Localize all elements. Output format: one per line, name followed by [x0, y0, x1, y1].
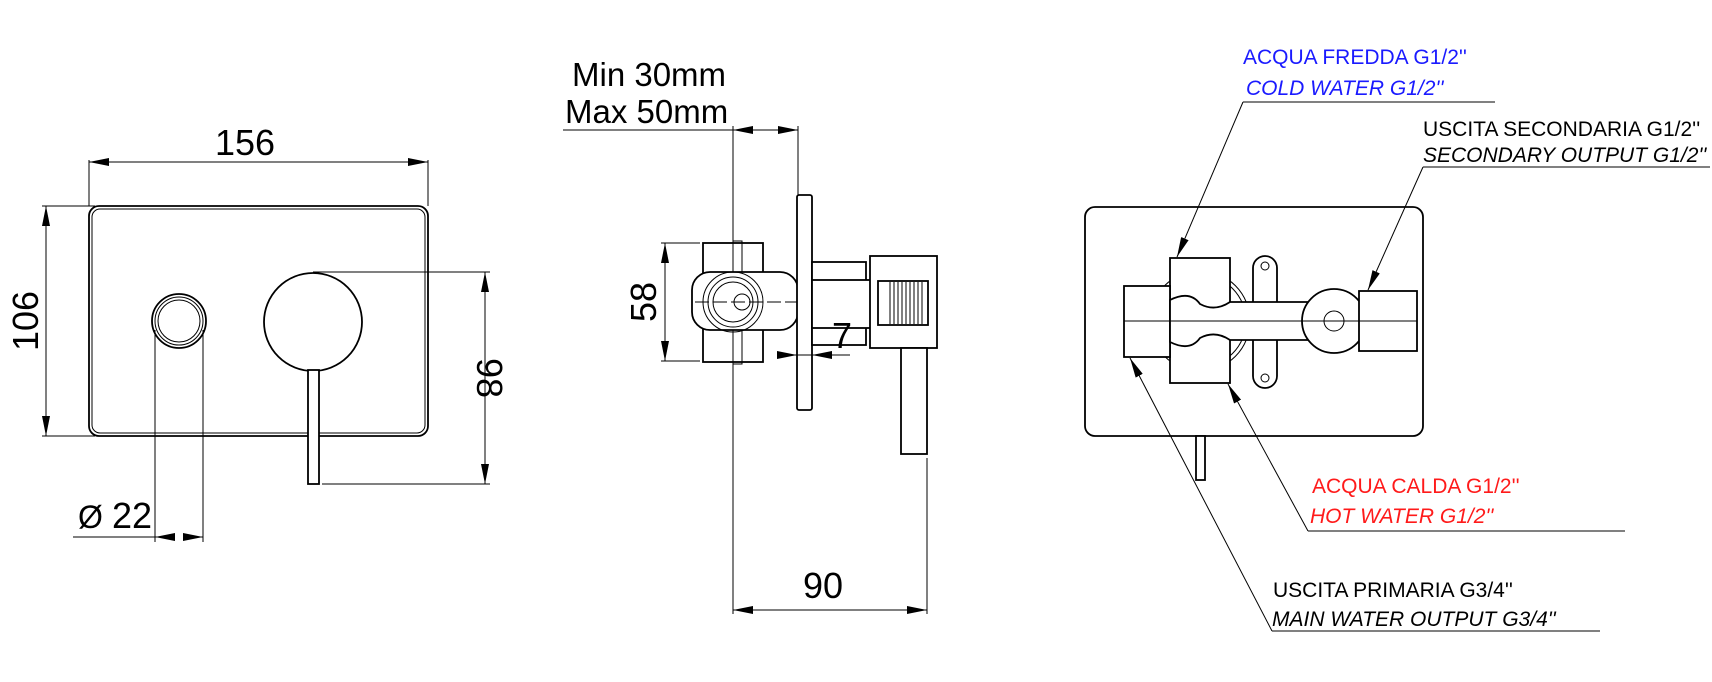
secondary-output-label-en: SECONDARY OUTPUT G1/2'' [1423, 144, 1707, 167]
cold-water-label-it: ACQUA FREDDA G1/2'' [1243, 46, 1467, 69]
depth-max: Max 50mm [565, 93, 728, 130]
wall-plate [796, 194, 813, 411]
depth-min: Min 30mm [572, 56, 726, 93]
dim-height: 106 [5, 291, 46, 351]
handle-disc [263, 272, 363, 372]
main-output-label-it: USCITA PRIMARIA G3/4'' [1273, 579, 1513, 602]
side-view: Min 30mm Max 50mm 58 7 [563, 56, 938, 614]
hot-water-label-it: ACQUA CALDA G1/2'' [1312, 475, 1520, 498]
rear-view: ACQUA FREDDA G1/2'' COLD WATER G1/2'' US… [1084, 46, 1710, 632]
dim-body-height: 58 [623, 282, 664, 322]
cold-water-label-en: COLD WATER G1/2'' [1246, 77, 1444, 100]
dim-width: 156 [215, 122, 275, 163]
dim-lever-height: 98 [469, 358, 510, 398]
diverter-knob [151, 293, 207, 349]
hot-water-label-en: HOT WATER G1/2'' [1310, 505, 1494, 528]
dim-diameter-symbol: Ø [78, 499, 103, 535]
side-lever [900, 347, 928, 455]
dim-plate-thickness: 7 [832, 315, 852, 356]
lever [307, 369, 320, 485]
cover-plate [88, 205, 429, 437]
secondary-output-label-it: USCITA SECONDARIA G1/2'' [1423, 118, 1700, 141]
dim-total-depth: 90 [803, 565, 843, 606]
main-output-label-en: MAIN WATER OUTPUT G3/4'' [1272, 608, 1557, 631]
knurled-cartridge [877, 280, 929, 326]
front-view: 156 106 98 Ø 22 [5, 122, 510, 542]
dim-diameter: 22 [112, 495, 152, 536]
